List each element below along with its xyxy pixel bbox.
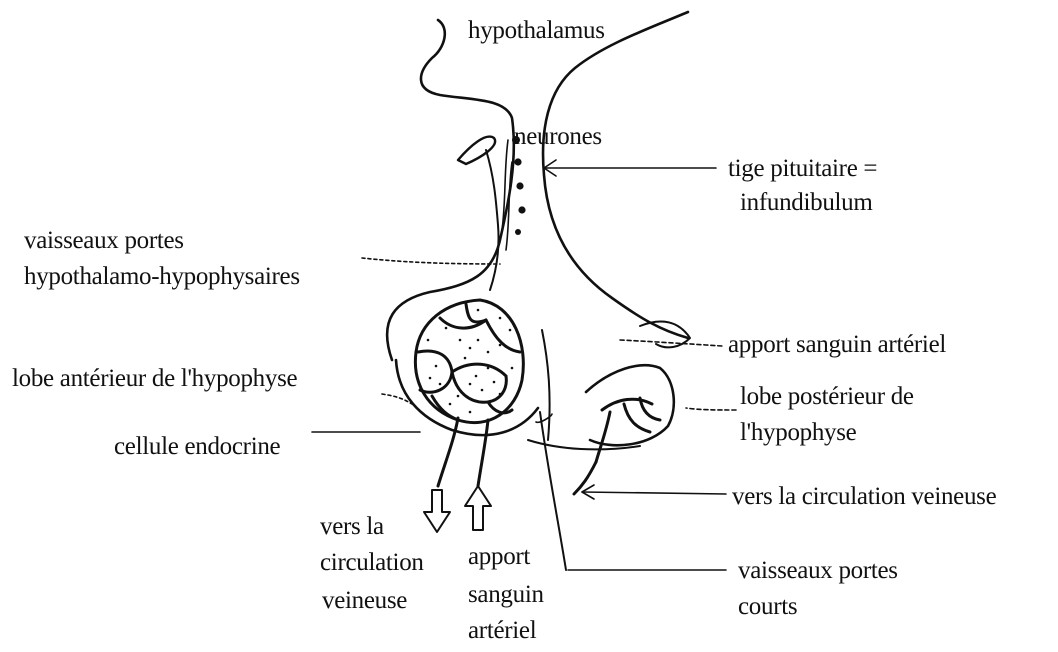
posterior-lobe-outline: [586, 365, 674, 445]
label-neurones: neurones: [514, 120, 602, 154]
arterial-inflow-vessel: [478, 420, 488, 486]
label-tige-pituitaire: tige pituitaire =: [728, 152, 877, 186]
label-lobe-posterieur: lobe postérieur de: [740, 380, 914, 414]
endocrine-cell-network: [415, 300, 523, 423]
lobe-divider: [542, 330, 550, 440]
stalk-outline-right: [543, 12, 688, 338]
label-veineuse: veineuse: [322, 584, 407, 618]
label-infundibulum: infundibulum: [740, 186, 873, 220]
label-vaisseaux-portes-courts: vaisseaux portes: [738, 554, 898, 588]
label-hypophyse: l'hypophyse: [740, 416, 856, 450]
arrow-up-arterial: [465, 486, 491, 530]
label-vaisseaux-portes: vaisseaux portes: [24, 224, 184, 258]
short-portal-vessel: [540, 412, 566, 570]
arrow-down-venous: [424, 490, 450, 532]
label-apport: apport: [468, 540, 530, 574]
label-courts: courts: [738, 590, 797, 624]
label-lobe-anterieur: lobe antérieur de l'hypophyse: [12, 362, 297, 396]
label-hypothalamo-hypophysaires: hypothalamo-hypophysaires: [24, 260, 300, 294]
label-apport-sanguin-right: apport sanguin artériel: [728, 328, 946, 362]
label-hypothalamus: hypothalamus: [468, 14, 605, 48]
label-vers-circulation-right: vers la circulation veineuse: [732, 480, 996, 514]
label-sanguin: sanguin: [468, 578, 544, 612]
label-circulation: circulation: [320, 546, 424, 580]
portal-capillary: [486, 150, 499, 290]
label-arteriel-bottom: artériel: [468, 614, 536, 648]
label-cellule-endocrine: cellule endocrine: [114, 430, 280, 464]
label-vers-la: vers la: [320, 510, 384, 544]
